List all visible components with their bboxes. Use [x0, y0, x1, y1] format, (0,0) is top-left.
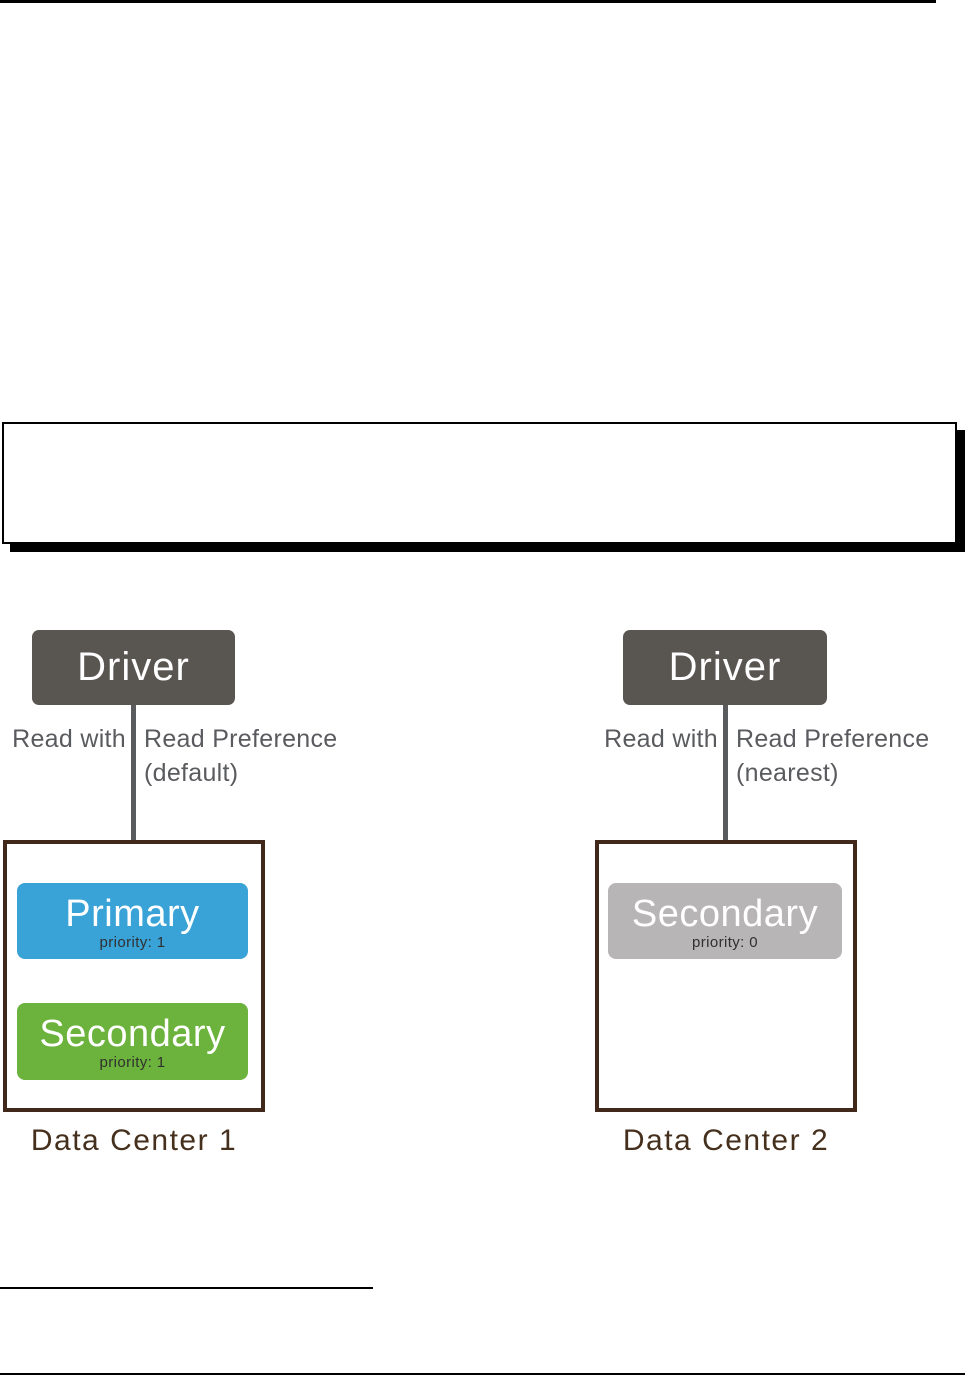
secondary-node-dc2: Secondary priority: 0	[608, 883, 842, 959]
read-mode-text-right: (nearest)	[736, 759, 839, 787]
primary-node: Primary priority: 1	[17, 883, 248, 959]
datacenter1-label: Data Center 1	[30, 1124, 238, 1157]
read-preference-text-left: Read Preference	[144, 725, 338, 753]
secondary-node-dc1-priority: priority: 1	[99, 1054, 166, 1071]
secondary-node-dc1-label: Secondary	[39, 1013, 226, 1055]
connector-line-left	[131, 705, 136, 858]
read-preference-label-right: Read Preference (nearest)	[736, 722, 930, 790]
driver-label-right: Driver	[668, 645, 782, 689]
secondary-node-dc2-label: Secondary	[631, 892, 819, 935]
read-preference-label-left: Read Preference (default)	[144, 722, 338, 790]
connector-line-right	[723, 705, 728, 858]
page-bottom-rule	[0, 1373, 965, 1375]
footnote-rule	[0, 1287, 373, 1289]
driver-box-right: Driver	[623, 630, 827, 705]
empty-note-box	[2, 422, 957, 544]
read-with-label-right: Read with	[604, 725, 718, 753]
page-top-rule	[0, 0, 936, 3]
read-with-label-left: Read with	[12, 725, 126, 753]
secondary-node-dc2-priority: priority: 0	[691, 933, 759, 951]
datacenter2-box	[595, 840, 857, 1112]
datacenter2-label: Data Center 2	[622, 1124, 830, 1157]
secondary-node-dc1: Secondary priority: 1	[17, 1003, 248, 1080]
driver-box-left: Driver	[32, 630, 235, 705]
driver-label-left: Driver	[77, 645, 190, 689]
primary-node-label: Primary	[65, 892, 200, 935]
read-preference-text-right: Read Preference	[736, 725, 930, 753]
primary-node-priority: priority: 1	[99, 933, 166, 951]
read-mode-text-left: (default)	[144, 759, 239, 787]
